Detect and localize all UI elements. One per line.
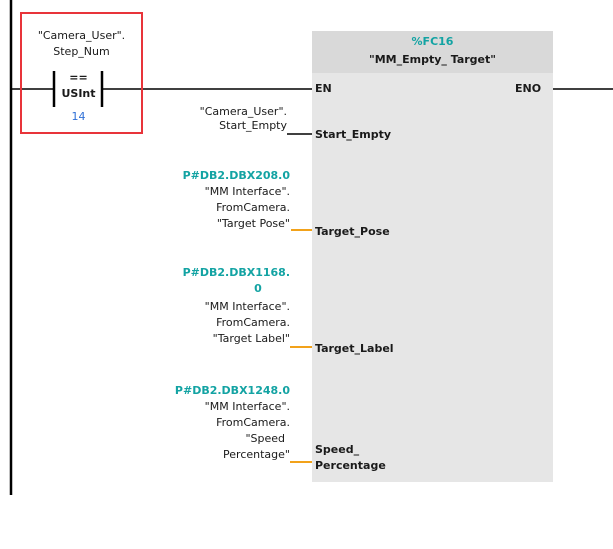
target-label-address-line1: P#DB2.DBX1168. [182, 266, 290, 279]
target-pose-tag-line2[interactable]: FromCamera. [216, 201, 290, 214]
start-empty-tag-line2[interactable]: Start_Empty [219, 119, 287, 132]
speed-percentage-tag-line4[interactable]: Percentage" [223, 448, 290, 461]
speed-percentage-tag-line3[interactable]: "Speed [245, 432, 285, 445]
speed-percentage-address: P#DB2.DBX1248.0 [174, 384, 290, 397]
selection-highlight [20, 12, 143, 134]
compare-operand-line2: Step_Num [53, 45, 110, 58]
block-name: "MM_Empty_ Target" [369, 53, 496, 66]
pin-start-empty: Start_Empty [315, 128, 392, 141]
pin-target-pose: Target_Pose [315, 225, 390, 238]
block-address: %FC16 [411, 35, 454, 48]
compare-data-type: USInt [61, 87, 96, 100]
target-label-tag-line3[interactable]: "Target Label" [212, 332, 290, 345]
compare-operand-line1: "Camera_User". [37, 29, 126, 42]
target-label-tag-line2[interactable]: FromCamera. [216, 316, 290, 329]
eno-pin-label: ENO [515, 82, 542, 95]
function-block-header [312, 31, 553, 73]
speed-percentage-tag-line2[interactable]: FromCamera. [216, 416, 290, 429]
target-label-tag-line1[interactable]: "MM Interface". [204, 300, 290, 313]
pin-speed-percentage-line2: Percentage [315, 459, 386, 472]
target-label-address-line2: 0 [254, 282, 262, 295]
function-block-fc16[interactable] [312, 31, 553, 482]
target-pose-tag-line3[interactable]: "Target Pose" [216, 217, 290, 230]
compare-operator: == [69, 71, 88, 84]
speed-percentage-tag-line1[interactable]: "MM Interface". [204, 400, 290, 413]
target-pose-address: P#DB2.DBX208.0 [182, 169, 290, 182]
target-pose-tag-line1[interactable]: "MM Interface". [204, 185, 290, 198]
compare-value[interactable]: 14 [71, 110, 86, 123]
pin-target-label: Target_Label [315, 342, 394, 355]
start-empty-tag-line1[interactable]: "Camera_User". [199, 105, 287, 118]
en-pin-label: EN [315, 82, 332, 95]
pin-speed-percentage-line1: Speed_ [315, 443, 360, 456]
